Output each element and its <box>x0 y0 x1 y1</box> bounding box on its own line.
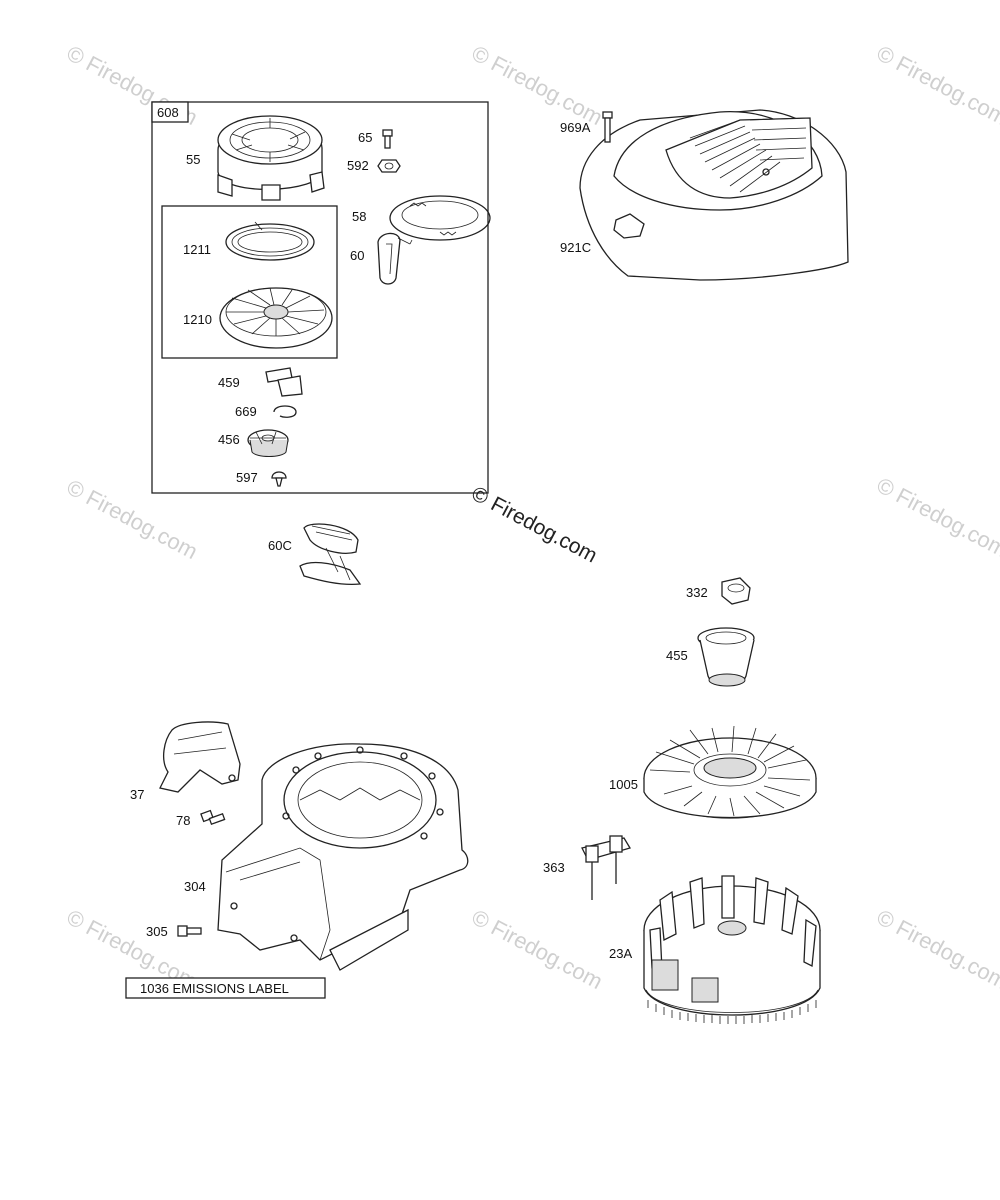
part-332-nut[interactable] <box>721 577 751 605</box>
part-58-spring[interactable] <box>389 195 491 241</box>
label-592[interactable]: 592 <box>347 158 369 173</box>
watermark-text: Firedog.com <box>82 485 202 564</box>
label-58[interactable]: 58 <box>352 209 366 224</box>
label-456[interactable]: 456 <box>218 432 240 447</box>
label-1211[interactable]: 1211 <box>183 242 211 257</box>
part-55-recoil-housing[interactable] <box>217 115 325 201</box>
kit-608-frame <box>151 101 489 494</box>
part-363-armature[interactable] <box>581 835 631 900</box>
label-332[interactable]: 332 <box>686 585 708 600</box>
label-969a[interactable]: 969A <box>560 120 591 135</box>
part-669-retainer[interactable] <box>273 405 297 418</box>
watermark-group: © Firedog.com © Firedog.com © Firedog.co… <box>63 40 1000 994</box>
label-305[interactable]: 305 <box>146 924 168 939</box>
part-37-baffle[interactable] <box>159 721 241 793</box>
watermark-text: Firedog.com <box>487 51 607 130</box>
label-1210[interactable]: 1210 <box>183 312 212 327</box>
label-608[interactable]: 608 <box>157 105 179 120</box>
watermark-text: Firedog.com <box>892 483 1000 562</box>
part-456-cam[interactable] <box>247 429 289 457</box>
watermark-text: Firedog.com <box>892 915 1000 994</box>
label-304[interactable]: 304 <box>184 879 206 894</box>
part-597-screw[interactable] <box>271 471 287 487</box>
label-60[interactable]: 60 <box>350 248 364 263</box>
label-669[interactable]: 669 <box>235 404 257 419</box>
watermark-center-text: Firedog.com <box>487 492 601 567</box>
label-1005[interactable]: 1005 <box>609 777 638 792</box>
part-78-screw[interactable] <box>200 809 226 826</box>
label-459[interactable]: 459 <box>218 375 240 390</box>
label-597[interactable]: 597 <box>236 470 258 485</box>
part-969a-screw[interactable] <box>602 111 613 143</box>
watermark-text: Firedog.com <box>487 915 607 994</box>
watermark-center-copyright: © <box>468 482 493 510</box>
label-55[interactable]: 55 <box>186 152 200 167</box>
part-1211-rewind-spring[interactable] <box>225 221 315 261</box>
part-60c-handle[interactable] <box>299 523 362 586</box>
part-304-blower-housing[interactable] <box>217 743 469 971</box>
label-455[interactable]: 455 <box>666 648 688 663</box>
label-65[interactable]: 65 <box>358 130 372 145</box>
part-459-pawls[interactable] <box>265 367 303 397</box>
part-65-screw[interactable] <box>382 129 393 149</box>
part-1005-fan[interactable] <box>643 725 817 819</box>
part-60-handle[interactable] <box>377 232 413 285</box>
label-921c[interactable]: 921C <box>560 240 591 255</box>
emissions-label-box <box>125 977 326 999</box>
part-921c-cover[interactable] <box>579 109 849 281</box>
label-60c[interactable]: 60C <box>268 538 292 553</box>
kit-608-tag <box>151 101 189 123</box>
label-37[interactable]: 37 <box>130 787 144 802</box>
part-1210-pulley[interactable] <box>219 287 333 349</box>
watermark-text: Firedog.com <box>892 51 1000 130</box>
part-305-screw[interactable] <box>177 925 202 937</box>
part-592-nut[interactable] <box>377 159 401 173</box>
part-455-starter-cup[interactable] <box>697 627 755 687</box>
label-23a[interactable]: 23A <box>609 946 632 961</box>
label-1036-emissions[interactable]: 1036 EMISSIONS LABEL <box>140 981 289 996</box>
inner-pulley-frame <box>161 205 338 359</box>
label-363[interactable]: 363 <box>543 860 565 875</box>
label-78[interactable]: 78 <box>176 813 190 828</box>
part-23a-flywheel[interactable] <box>643 875 821 1024</box>
